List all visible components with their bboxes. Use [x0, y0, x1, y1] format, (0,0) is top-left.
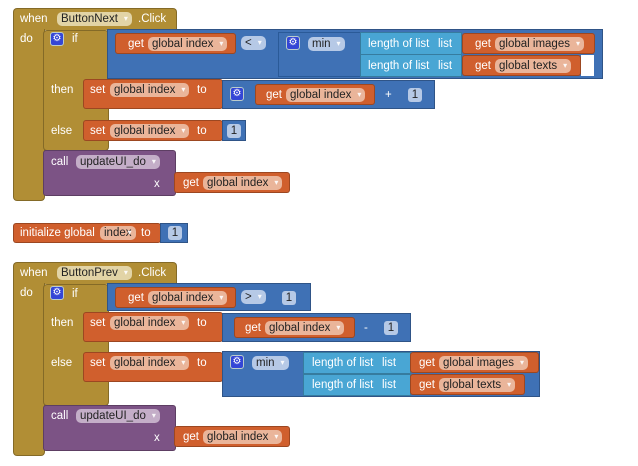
if-label: if	[72, 288, 78, 300]
set-label: set	[90, 84, 106, 96]
operator-dropdown[interactable]: >	[241, 290, 266, 304]
min-dropdown[interactable]: min	[308, 37, 345, 51]
get-label: get	[419, 357, 435, 369]
if-label: if	[72, 33, 78, 45]
list-label: list	[382, 379, 397, 391]
list-label: list	[438, 60, 453, 72]
gear-icon[interactable]: ⚙	[286, 36, 300, 50]
event-body	[13, 283, 45, 456]
if-block[interactable]	[43, 284, 109, 406]
get-label: get	[183, 177, 199, 189]
number-field[interactable]: 1	[168, 226, 182, 240]
to-label: to	[141, 227, 151, 239]
variable-dropdown[interactable]: global index	[110, 316, 190, 330]
event-body	[13, 29, 45, 201]
number-field[interactable]: 1	[227, 124, 241, 138]
get-label: get	[419, 379, 435, 391]
set-label: set	[90, 357, 106, 369]
length-of-list-block[interactable]	[360, 54, 462, 77]
variable-dropdown[interactable]: global images	[439, 356, 528, 370]
plus-label: +	[385, 89, 392, 101]
call-label: call	[51, 156, 69, 168]
component-dropdown[interactable]: ButtonPrev	[57, 266, 132, 280]
gear-icon[interactable]: ⚙	[50, 32, 64, 46]
init-label: initialize global	[20, 227, 95, 239]
get-label: get	[475, 38, 491, 50]
list-label: list	[438, 38, 453, 50]
length-label: length of list	[312, 357, 374, 369]
operator-dropdown[interactable]: <	[241, 36, 266, 50]
get-label: get	[128, 38, 144, 50]
do-label: do	[20, 33, 33, 45]
length-label: length of list	[312, 379, 374, 391]
procedure-dropdown[interactable]: updateUI_do	[76, 155, 160, 169]
get-label: get	[475, 60, 491, 72]
variable-dropdown[interactable]: global index	[265, 321, 345, 335]
variable-dropdown[interactable]: global index	[148, 291, 228, 305]
gear-icon[interactable]: ⚙	[50, 286, 64, 300]
then-label: then	[51, 84, 74, 96]
variable-dropdown[interactable]: global index	[203, 176, 283, 190]
gear-icon[interactable]: ⚙	[230, 355, 244, 369]
to-label: to	[197, 357, 207, 369]
number-field[interactable]: 1	[282, 291, 296, 305]
variable-dropdown[interactable]: global texts	[439, 378, 516, 392]
variable-dropdown[interactable]: global index	[286, 88, 366, 102]
variable-dropdown[interactable]: global texts	[495, 59, 572, 73]
length-label: length of list	[368, 38, 430, 50]
minus-label: -	[364, 322, 368, 334]
variable-dropdown[interactable]: global images	[495, 37, 584, 51]
list-label: list	[382, 357, 397, 369]
variable-dropdown[interactable]: global index	[110, 124, 190, 138]
call-label: call	[51, 410, 69, 422]
to-label: to	[197, 125, 207, 137]
do-label: do	[20, 287, 33, 299]
set-label: set	[90, 125, 106, 137]
when-label: when	[20, 267, 48, 279]
get-label: get	[266, 89, 282, 101]
to-label: to	[197, 317, 207, 329]
number-field[interactable]: 1	[384, 321, 398, 335]
then-label: then	[51, 317, 74, 329]
number-field[interactable]: 1	[408, 88, 422, 102]
event-label: .Click	[138, 13, 167, 25]
get-label: get	[245, 322, 261, 334]
variable-dropdown[interactable]: global index	[203, 430, 283, 444]
procedure-dropdown[interactable]: updateUI_do	[76, 409, 160, 423]
empty-slot	[581, 55, 594, 76]
min-dropdown[interactable]: min	[252, 356, 289, 370]
else-label: else	[51, 357, 73, 369]
x-label: x	[154, 178, 160, 190]
to-label: to	[197, 84, 207, 96]
x-label: x	[154, 432, 160, 444]
event-label: .Click	[138, 267, 167, 279]
variable-dropdown[interactable]: global index	[148, 37, 228, 51]
when-label: when	[20, 13, 48, 25]
set-label: set	[90, 317, 106, 329]
variable-name-field[interactable]: index	[100, 226, 136, 240]
gear-icon[interactable]: ⚙	[230, 87, 244, 101]
component-dropdown[interactable]: ButtonNext	[57, 12, 132, 26]
get-label: get	[128, 292, 144, 304]
variable-dropdown[interactable]: global index	[110, 83, 190, 97]
length-label: length of list	[368, 60, 430, 72]
variable-dropdown[interactable]: global index	[110, 356, 190, 370]
get-label: get	[183, 431, 199, 443]
else-label: else	[51, 125, 73, 137]
